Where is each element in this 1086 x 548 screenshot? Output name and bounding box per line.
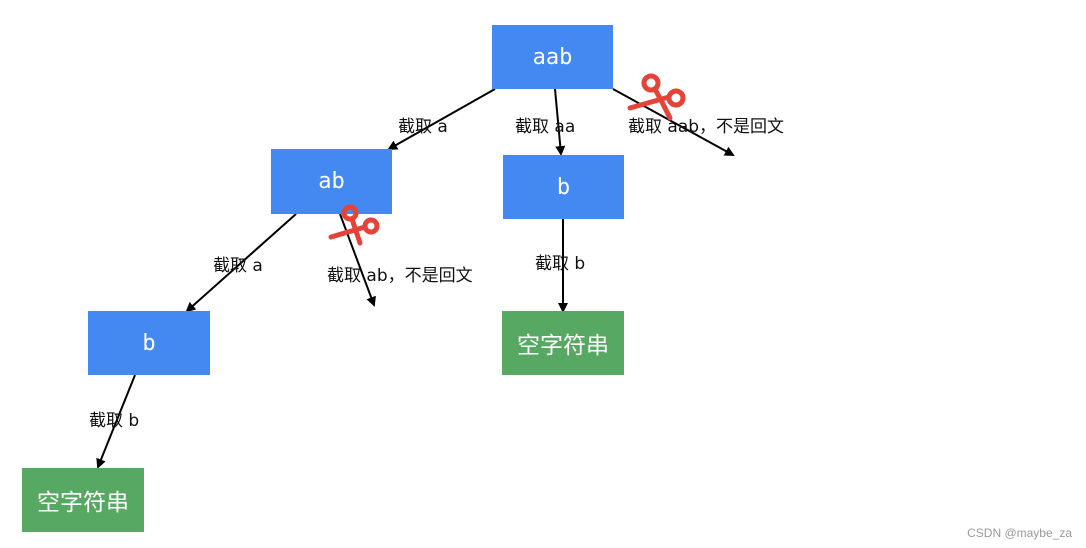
edge-label-b-mid-to-empty: 截取 b [535,254,586,274]
edge-label-b-left-to-empty: 截取 b [89,411,140,431]
node-b-mid: b [503,155,624,219]
node-aab: aab [492,25,613,89]
node-empty-mid: 空字符串 [502,311,624,375]
edge-label-root-to-b: 截取 aa [515,117,576,137]
edge-label-ab-cut: 截取 ab，不是回文 [327,266,473,286]
edge-ab-to-b [185,213,297,313]
edge-root-to-ab [387,88,496,150]
edge-label-ab-to-b: 截取 a [213,256,263,276]
node-ab: ab [271,149,392,214]
edge-ab-cut [339,213,376,307]
watermark: CSDN @maybe_za [967,526,1072,540]
edge-root-cut [612,88,735,156]
scissors-icon [627,73,686,121]
edge-b-left-to-empty [96,374,136,469]
edge-label-root-cut: 截取 aab，不是回文 [628,117,785,137]
scissors-icon [328,204,380,246]
node-empty-left: 空字符串 [22,468,144,532]
edge-root-to-b [554,88,566,156]
node-b-left: b [88,311,210,375]
edge-label-root-to-ab: 截取 a [398,117,448,137]
